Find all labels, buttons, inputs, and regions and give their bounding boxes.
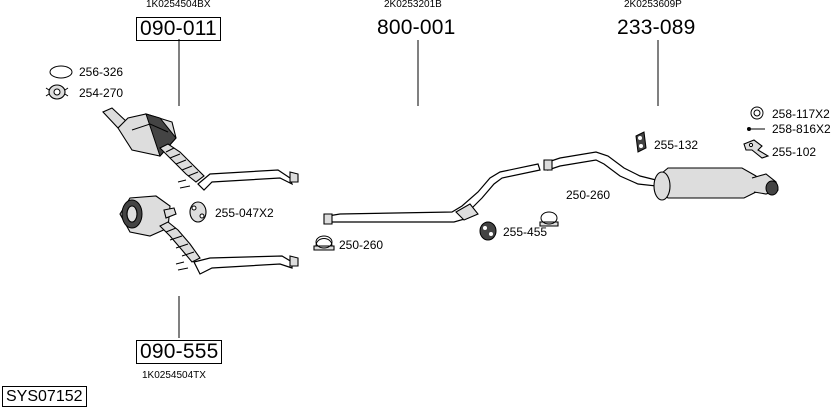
fitting-label-rubber-mount-middle[interactable]: 255-455 [503,225,548,239]
fitting-label-pipe-clamp-front[interactable]: 250-260 [339,238,384,252]
middle-pipe [323,163,541,225]
part-number-cat-lower[interactable]: 090-555 [136,340,223,364]
clamp-ring-icon [49,65,73,79]
pipe-clamp-icon [313,235,335,251]
oem-number-cat-upper: 1K0254504BX [146,0,211,10]
system-id: SYS07152 [2,386,87,407]
rubber-hanger-icon [635,131,647,153]
rear-silencer [543,151,779,201]
gasket-icon [45,84,69,100]
fitting-label-rubber-mount[interactable]: 255-047X2 [215,206,274,220]
part-number-cat-upper[interactable]: 090-011 [136,17,221,41]
upper-catalytic-converter [102,107,299,191]
rubber-mount-icon [189,201,207,223]
oem-number-rear-silencer: 2K0253609P [624,0,682,10]
lower-catalytic-converter [119,195,299,275]
fitting-label-rubber-hanger[interactable]: 255-132 [654,138,699,152]
oem-number-cat-lower: 1K0254504TX [142,370,206,381]
fitting-label-washer[interactable]: 258-117X2 [772,107,830,121]
bracket-icon [743,139,770,159]
fitting-label-gasket[interactable]: 254-270 [79,86,124,100]
bolt-icon [747,127,765,131]
washer-icon [750,106,764,120]
part-number-rear-silencer[interactable]: 233-089 [617,16,696,39]
oem-number-middle-pipe: 2K0253201B [384,0,442,10]
fitting-label-clamp-ring[interactable]: 256-326 [79,65,124,79]
pipe-clamp-icon [539,211,559,227]
part-number-middle-pipe[interactable]: 800-001 [377,16,456,39]
fitting-label-bolt[interactable]: 258-816X2 [772,122,831,136]
fitting-label-bracket[interactable]: 255-102 [772,145,817,159]
rubber-mount-icon [479,221,497,241]
fitting-label-pipe-clamp-rear[interactable]: 250-260 [566,188,611,202]
